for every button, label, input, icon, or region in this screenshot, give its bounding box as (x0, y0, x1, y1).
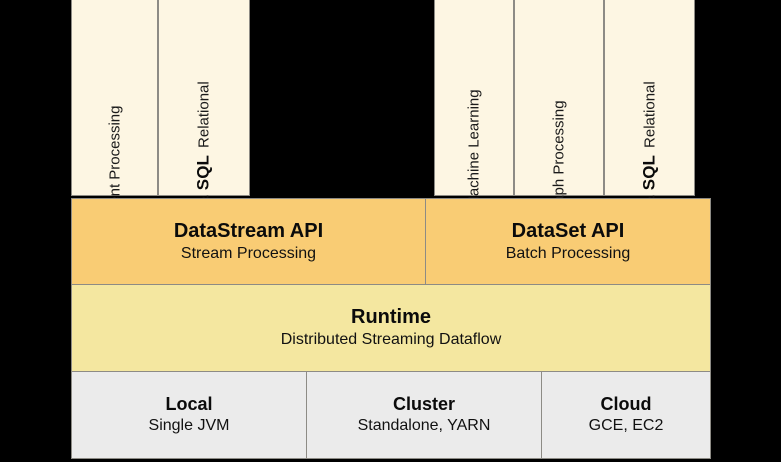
api-box-dataset: DataSet API Batch Processing (425, 198, 711, 285)
library-box-flinkml: FlinkML Machine Learning (434, 0, 514, 281)
api-title: DataStream API (173, 219, 324, 242)
deployment-subtitle: Standalone, YARN (357, 417, 491, 435)
library-box-table-api-sql-left: Table API & SQL Relational (158, 0, 250, 289)
runtime-box: Runtime Distributed Streaming Dataflow (71, 284, 711, 372)
runtime-subtitle: Distributed Streaming Dataflow (280, 331, 502, 349)
runtime-title: Runtime (351, 306, 431, 329)
api-box-datastream: DataStream API Stream Processing (71, 198, 426, 285)
api-subtitle: Stream Processing (180, 244, 317, 262)
deployment-title: Local (165, 393, 213, 414)
deployment-subtitle: Single JVM (148, 417, 230, 435)
library-box-cep: CEP Event Processing (71, 0, 158, 265)
deployment-box-cluster: Cluster Standalone, YARN (306, 371, 542, 459)
deployment-title: Cloud (600, 393, 652, 414)
library-box-gelly: Gelly Graph Processing (514, 0, 604, 270)
library-subtitle: Relational (196, 81, 213, 148)
api-subtitle: Batch Processing (505, 244, 631, 262)
library-subtitle: Machine Learning (466, 89, 484, 209)
library-subtitle: Relational (641, 81, 659, 148)
deployment-title: Cluster (392, 393, 455, 414)
deployment-box-local: Local Single JVM (71, 371, 307, 459)
api-title: DataSet API (511, 219, 625, 242)
deployment-subtitle: GCE, EC2 (588, 417, 664, 435)
deployment-box-cloud: Cloud GCE, EC2 (541, 371, 711, 459)
library-box-table-api-sql-right: Table API & SQL Relational (604, 0, 695, 289)
